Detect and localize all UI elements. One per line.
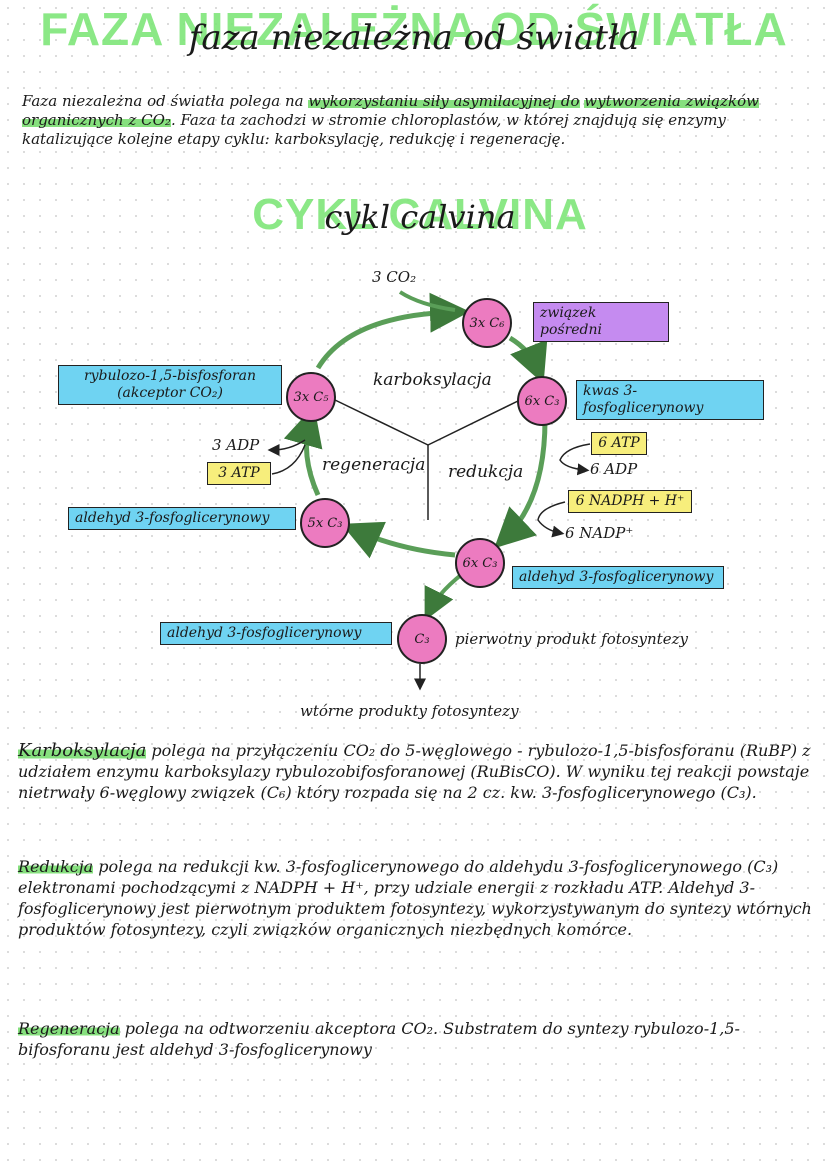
primary-product-label: pierwotny produkt fotosyntezy [455, 630, 688, 648]
divider-right [427, 399, 521, 446]
arrow-co2-in [398, 290, 456, 312]
atp3-box: 3 ATP [207, 462, 271, 485]
carboxylation-paragraph: Karboksylacja polega na przyłączeniu CO₂… [18, 740, 813, 803]
c6-node: 3x C₆ [462, 298, 512, 348]
intro-highlight-1: wykorzystaniu siły asymilacyjnej do [308, 92, 580, 110]
reduction-text: polega na redukcji kw. 3-fosfoglicerynow… [18, 857, 812, 939]
adp6-label: 6 ADP [590, 460, 638, 478]
intro-paragraph: Faza niezależna od światła polega na wyk… [22, 92, 812, 149]
subtitle-highlight: CYKL CALVINA [252, 190, 588, 239]
secondary-products-label: wtórne produkty fotosyntezy [300, 702, 519, 720]
reduction-label: redukcja [448, 462, 524, 482]
arrow-regeneration [283, 405, 323, 497]
arrow-c6-to-c3 [508, 335, 548, 384]
arrow-c5-to-c6 [315, 292, 470, 370]
regeneration-paragraph: Regeneracja polega na odtworzeniu akcept… [18, 1018, 813, 1060]
subtitle: cykl calvina [324, 198, 516, 236]
carboxylation-term: Karboksylacja [18, 740, 147, 761]
aldehyde-right-box: aldehyd 3-fosfoglicerynowy [512, 566, 724, 589]
title-highlight: FAZA NIEZALEŻNA OD ŚWIATŁA [40, 3, 788, 55]
c3-node: C₃ [397, 614, 447, 664]
arrow-atp6 [559, 443, 591, 476]
page-title-block: FAZA NIEZALEŻNA OD ŚWIATŁA faza niezależ… [0, 3, 828, 58]
arrow-nadph [537, 501, 566, 538]
aldehyde-bottom-box: aldehyd 3-fosfoglicerynowy [160, 622, 392, 645]
regeneration-term: Regeneracja [18, 1019, 120, 1038]
reduction-term: Redukcja [18, 857, 94, 876]
carboxylation-label: karboksylacja [373, 370, 492, 390]
arrow-adp3 [267, 439, 306, 456]
carboxylation-text: polega na przyłączeniu CO₂ do 5-węgloweg… [18, 741, 811, 802]
arrow-atp3 [271, 444, 306, 475]
intro-text-1: Faza niezależna od światła polega na [22, 92, 309, 110]
adp3-label: 3 ADP [212, 436, 260, 454]
atp6-box: 6 ATP [591, 432, 647, 455]
regeneration-label: regeneracja [322, 455, 426, 475]
aldehyde-left-box: aldehyd 3-fosfoglicerynowy [68, 507, 296, 530]
nadp-label: 6 NADP⁺ [565, 524, 634, 542]
nadph-box: 6 NADPH + H⁺ [568, 490, 692, 513]
subtitle-block: CYKL CALVINA cykl calvina [250, 190, 590, 239]
arrow-to-5c3 [341, 521, 456, 559]
intermediate-box: związek pośredni [533, 302, 669, 342]
arrow-reduction [494, 419, 548, 549]
regeneration-text: polega na odtworzeniu akceptora CO₂. Sub… [18, 1019, 740, 1059]
calvin-cycle-diagram [267, 290, 591, 691]
5c3-node: 5x C₃ [300, 498, 350, 548]
6c3-node-bottom: 6x C₃ [455, 538, 505, 588]
acid-box: kwas 3-fosfoglicerynowy [576, 380, 764, 420]
divider-left [334, 399, 429, 446]
co2-label: 3 CO₂ [372, 268, 417, 286]
intro-text-2: . Faza ta zachodzi w stromie chloroplast… [22, 111, 726, 148]
reduction-paragraph: Redukcja polega na redukcji kw. 3-fosfog… [18, 856, 813, 940]
rubp-box: rybulozo-1,5-bisfosforan (akceptor CO₂) [58, 365, 282, 405]
c5-node: 3x C₅ [286, 372, 336, 422]
page-title: faza niezależna od światła [188, 18, 640, 58]
6c3-node-top: 6x C₃ [517, 376, 567, 426]
